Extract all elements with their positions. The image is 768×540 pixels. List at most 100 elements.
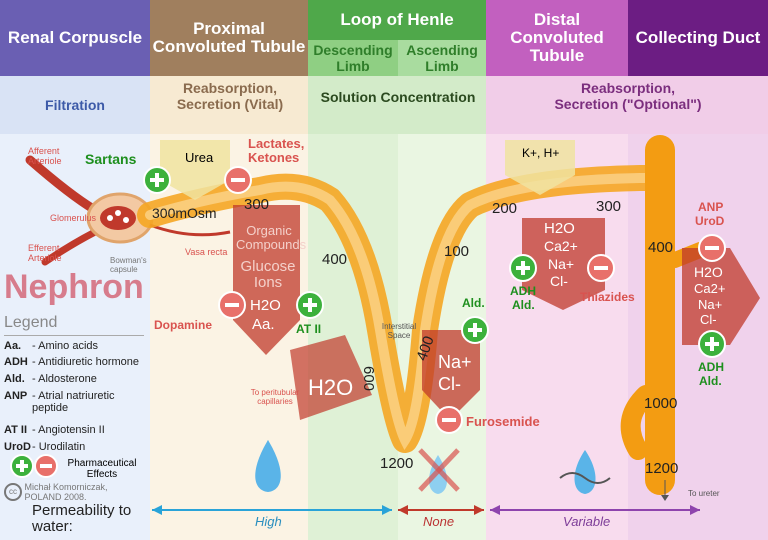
function-row-distal <box>486 76 768 134</box>
afferent-arteriole <box>25 155 100 215</box>
header-collecting: Collecting Duct <box>628 0 768 76</box>
osm-value: 1200 <box>380 455 414 472</box>
water-drop-variable <box>574 450 596 494</box>
header-proximal-label: Proximal Convoluted Tubule <box>152 19 306 56</box>
glomerulus <box>100 206 136 230</box>
osm-value: 400 <box>648 239 674 256</box>
cl-label-collecting: Cl- <box>700 312 717 327</box>
osm-label: 300mOsm <box>152 205 217 221</box>
adh-label-collecting: ADH <box>698 360 724 374</box>
plus-icon <box>296 291 324 319</box>
header-ascending: Ascending Limb <box>398 40 486 76</box>
function-filtration: Filtration <box>45 97 105 113</box>
na-label-collecting: Na+ <box>698 297 723 312</box>
permeability-none: None <box>423 514 455 529</box>
ca-label-collecting: Ca2+ <box>694 281 726 296</box>
header-descending-label: Descending Limb <box>313 42 393 74</box>
header-ascending-label: Ascending Limb <box>406 42 478 74</box>
h2o-arrow-desc <box>290 335 372 420</box>
permeability-variable: Variable <box>563 514 611 529</box>
plus-icon <box>698 330 726 358</box>
nacl-arrow-asc <box>422 330 480 420</box>
urod-label: UroD <box>695 214 725 228</box>
vasa-recta <box>149 223 231 237</box>
header-renal: Renal Corpuscle <box>0 0 150 76</box>
h2o-label-prox: H2O <box>250 297 281 314</box>
minus-icon <box>435 406 463 434</box>
osm-value: 1000 <box>644 395 678 412</box>
credit-text: Michał Komorniczak, POLAND 2008. <box>24 482 108 502</box>
dopamine-label: Dopamine <box>154 318 213 332</box>
organic-label: Organic Compounds <box>236 223 307 252</box>
collecting-arrow <box>682 248 760 345</box>
legend-item: ANP- Atrial natriuretic peptide <box>4 390 115 414</box>
to-ureter-label: To ureter <box>688 489 720 498</box>
legend-item: Aa.- Amino acids <box>4 340 99 352</box>
osm-value: 600 <box>360 365 378 392</box>
legend-divider <box>4 335 144 336</box>
plus-icon <box>509 254 537 282</box>
urea-label: Urea <box>185 150 214 165</box>
header-collecting-label: Collecting Duct <box>635 28 761 48</box>
osm-value: 400 <box>322 251 348 268</box>
thiazides-label: Thiazides <box>580 290 635 304</box>
ald-label-collecting: Ald. <box>699 374 722 388</box>
nephron-title: Nephron <box>4 268 144 306</box>
at2-label: AT II <box>296 322 322 336</box>
aa-label: Aa. <box>252 316 275 333</box>
k-h-arrow <box>505 140 575 195</box>
osm-value: 300 <box>244 196 270 213</box>
minus-icon <box>224 166 252 194</box>
minus-icon <box>698 234 726 262</box>
bowman-label: Bowman's capsule <box>110 256 147 274</box>
function-distal: Reabsorption, Secretion ("Optional") <box>554 80 702 113</box>
interstitial-label: Interstitial Space <box>381 322 417 340</box>
urea-arrow <box>160 140 230 200</box>
ca-label-distal: Ca2+ <box>544 238 578 254</box>
ald-label-asc: Ald. <box>462 296 485 310</box>
sartans-label: Sartans <box>85 151 137 167</box>
header-distal: Distal Convoluted Tubule <box>486 0 628 76</box>
header-loop: Loop of Henle <box>308 0 486 40</box>
function-row-proximal <box>150 76 308 134</box>
header-distal-label: Distal Convoluted Tubule <box>510 10 604 65</box>
cl-label-distal: Cl- <box>550 273 568 289</box>
function-loop: Solution Concentration <box>320 89 476 105</box>
function-row-loop <box>308 76 486 134</box>
afferent-label: Afferent Arteriole <box>28 146 62 166</box>
legend-item: ADH- Antidiuretic hormone <box>4 356 139 368</box>
na-label-asc: Na+ <box>438 352 472 372</box>
legend-item: AT II- Angiotensin II <box>4 424 105 436</box>
distal-reabsorb-arrow <box>522 218 605 310</box>
header-renal-label: Renal Corpuscle <box>7 28 143 48</box>
h2o-label-desc: H2O <box>308 375 354 400</box>
glomerulus-label: Glomerulus <box>50 213 97 223</box>
na-label-distal: Na+ <box>548 256 575 272</box>
ald-label-distal: Ald. <box>512 298 535 312</box>
furosemide-label: Furosemide <box>466 414 540 429</box>
osm-value: 100 <box>444 243 470 260</box>
function-proximal: Reabsorption, Secretion (Vital) <box>176 80 284 113</box>
lactates-label: Lactates, Ketones <box>248 136 305 165</box>
peritubular-label: To peritubular capillaries <box>250 388 300 406</box>
plus-icon <box>10 454 34 478</box>
efferent-label: Efferent Arteriole <box>28 243 62 263</box>
h2o-label-collecting: H2O <box>694 264 723 280</box>
minus-icon <box>218 291 246 319</box>
anp-label: ANP <box>698 200 724 214</box>
header-proximal: Proximal Convoluted Tubule <box>150 0 308 76</box>
legend-pharma: Pharmaceutical Effects <box>67 458 137 480</box>
legend-item: Ald.- Aldosterone <box>4 373 97 385</box>
glucose-label: Glucose Ions <box>240 258 296 291</box>
header-loop-label: Loop of Henle <box>340 10 454 30</box>
legend-item: UroD- Urodilatin <box>4 441 86 453</box>
permeability-high: High <box>255 514 282 529</box>
osm-value: 1200 <box>645 460 679 477</box>
adh-label-distal: ADH <box>510 284 536 298</box>
plus-icon <box>143 166 171 194</box>
osm-value: 200 <box>492 200 518 217</box>
efferent-arteriole <box>41 228 99 266</box>
minus-icon <box>34 454 58 478</box>
legend-heading: Legend <box>4 314 58 331</box>
